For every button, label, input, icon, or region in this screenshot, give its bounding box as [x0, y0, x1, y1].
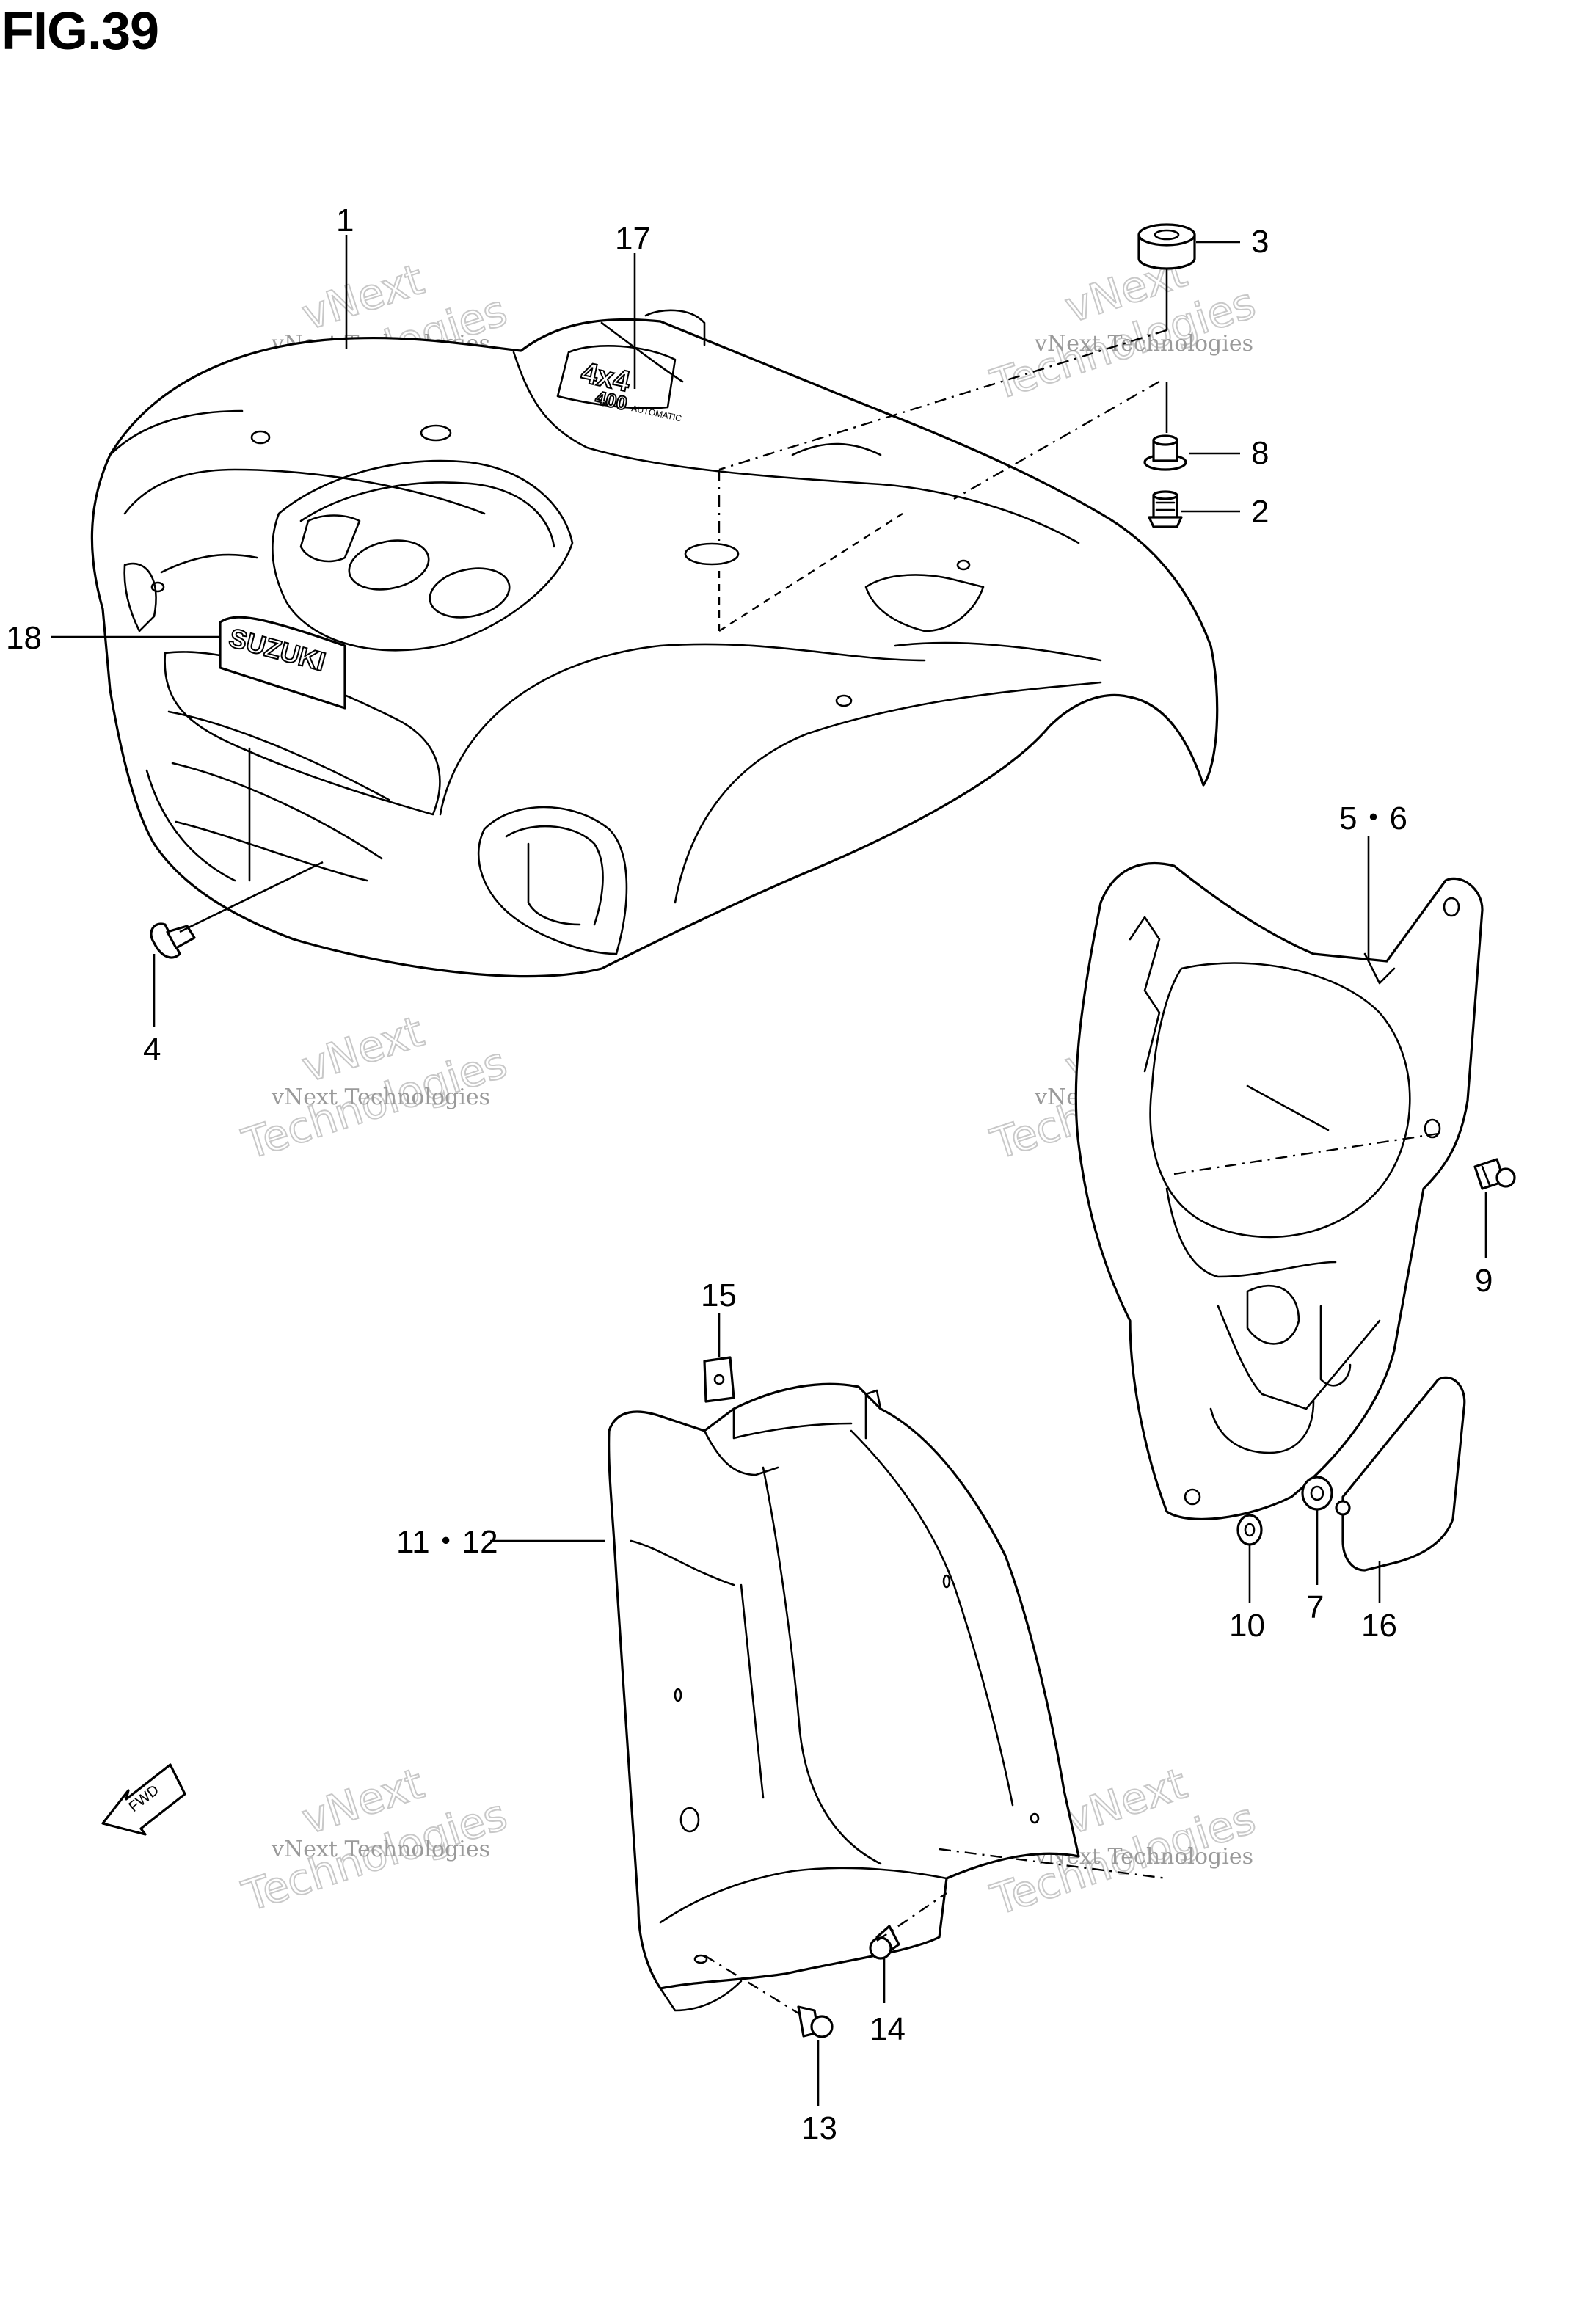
callout-7: 7: [1306, 1589, 1324, 1625]
forward-direction-arrow: FWD: [101, 1763, 186, 1836]
svg-text:vNext Technologies: vNext Technologies: [271, 1837, 490, 1862]
callout-3: 3: [1251, 224, 1269, 260]
screw-part-4: [150, 922, 196, 959]
svg-text:vNext Technologies: vNext Technologies: [271, 1084, 490, 1110]
suzuki-emblem-part-18: SUZUKI: [219, 616, 346, 710]
callout-1: 1: [336, 203, 354, 238]
grommet-part-3: [1137, 223, 1196, 270]
callout-4: 4: [143, 1032, 161, 1068]
cover-plate-part-16: [1335, 1376, 1466, 1572]
figure-title: FIG.39: [1, 2, 159, 61]
hood-400-badge: [299, 514, 511, 619]
callout-15: 15: [701, 1277, 737, 1313]
callout-10: 10: [1229, 1608, 1265, 1644]
callout-11-12: 11・12: [396, 1524, 498, 1560]
collar-part-8: [1143, 434, 1187, 471]
clip-part-13: [797, 2005, 834, 2038]
watermark-top-right: Technologies vNext vNext Technologies: [984, 246, 1261, 410]
callout-5-6: 5・6: [1339, 801, 1407, 836]
callout-labels: 1 3 17 8 2 18 4 5・6 9 15 11・12 10 7 16 1…: [6, 203, 1493, 2146]
callout-14: 14: [870, 2011, 906, 2047]
svg-text:vNext Technologies: vNext Technologies: [1034, 331, 1253, 357]
grommet-part-7: [1301, 1476, 1333, 1511]
watermark-bottom-left: Technologies vNext vNext Technologies: [236, 1757, 513, 1922]
callout-8: 8: [1251, 435, 1269, 471]
leader-lines: [51, 235, 1487, 2106]
watermark-mid-left: Technologies vNext vNext Technologies: [236, 1005, 513, 1170]
washer-part-10: [1236, 1514, 1263, 1546]
callout-9: 9: [1475, 1263, 1493, 1299]
callout-18: 18: [6, 620, 42, 656]
front-fender-part-1: 4x4 400 AUTOMATIC SUZUKI: [90, 309, 1219, 978]
callout-17: 17: [615, 221, 651, 257]
callout-16: 16: [1361, 1608, 1397, 1644]
callout-2: 2: [1251, 494, 1269, 530]
callout-13: 13: [801, 2110, 837, 2146]
bolt-part-2: [1148, 490, 1183, 528]
nut-part-15: [703, 1356, 735, 1403]
inner-mudguard-part-11-12: [608, 1382, 1080, 2012]
clip-part-9: [1473, 1158, 1516, 1190]
